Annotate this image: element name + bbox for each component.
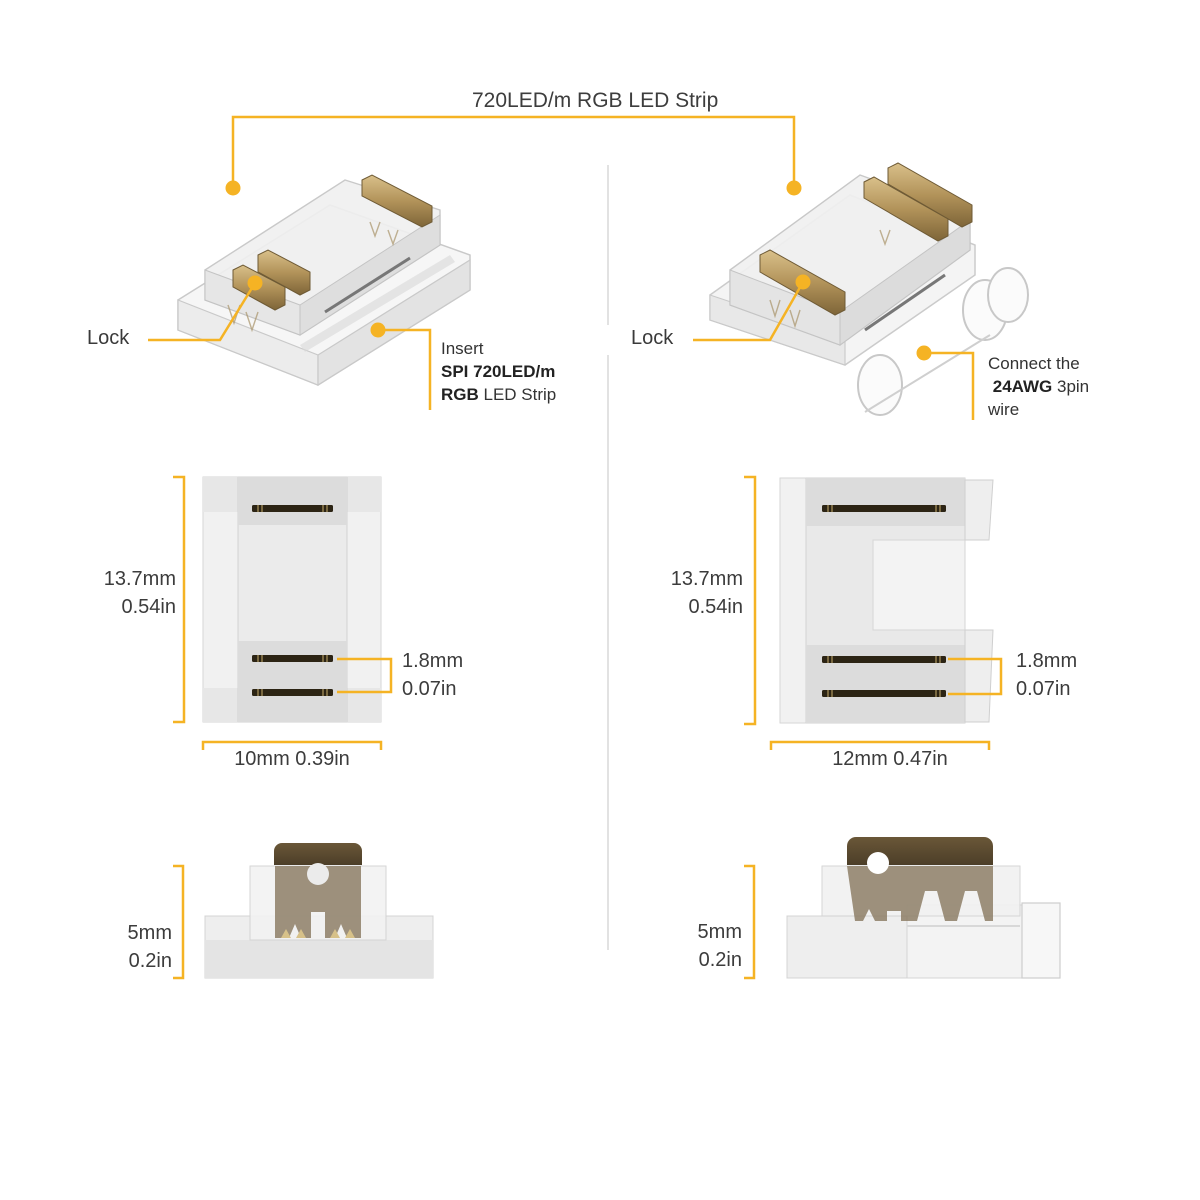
left-width-dimension: 10mm 0.39in: [234, 748, 350, 770]
left-insert-leader: [378, 328, 432, 410]
right-connect-line2-bold: 24AWG: [992, 376, 1053, 396]
bracket-dot-right: [786, 180, 802, 196]
left-pitch-mm: 1.8mm: [402, 650, 464, 672]
right-thickness-bracket: [744, 864, 756, 980]
right-pitch-dimension: 1.8mm 0.07in: [1016, 647, 1077, 703]
right-connect-line3: wire: [988, 399, 1020, 419]
right-connector-side-view: [786, 837, 1061, 979]
left-connector-side-view: [204, 843, 434, 979]
left-insert-line3-bold: RGB: [441, 384, 479, 404]
left-connector-iso: [177, 174, 471, 387]
left-lock-label: Lock: [87, 327, 130, 349]
left-insert-line3-rest: LED Strip: [478, 384, 557, 404]
left-height-dimension: 13.7mm 0.54in: [80, 565, 176, 621]
diagram-title: 720LED/m RGB LED Strip: [472, 89, 719, 112]
right-connect-line2-rest: 3pin: [1052, 376, 1090, 396]
left-height-mm: 13.7mm: [103, 568, 176, 590]
right-width-bracket: [769, 740, 991, 750]
left-thickness-mm: 5mm: [127, 922, 172, 944]
right-pitch-mm: 1.8mm: [1016, 650, 1078, 672]
right-connect-label: Connect the 24AWG 3pin wire: [988, 353, 1089, 422]
right-connector-top-view: [779, 477, 994, 724]
left-insert-line1: Insert: [441, 339, 484, 358]
left-width-bracket: [201, 740, 383, 750]
left-lock-leader: [148, 282, 257, 342]
left-pitch-bracket: [337, 657, 393, 694]
right-lock-label: Lock: [631, 327, 674, 349]
right-pitch-bracket: [948, 657, 1003, 696]
left-height-in: 0.54in: [121, 596, 177, 618]
right-height-dimension: 13.7mm 0.54in: [645, 565, 743, 621]
left-lock-dot: [247, 275, 263, 291]
right-connector-iso: [709, 162, 1029, 416]
bracket-dot-left: [225, 180, 241, 196]
left-pitch-dimension: 1.8mm 0.07in: [402, 647, 463, 703]
right-width-dimension: 12mm 0.47in: [832, 748, 948, 770]
left-thickness-in: 0.2in: [128, 950, 172, 972]
right-thickness-mm: 5mm: [697, 921, 742, 943]
right-height-in: 0.54in: [688, 596, 744, 618]
left-connector-top-view: [202, 476, 382, 723]
right-thickness-in: 0.2in: [698, 949, 742, 971]
left-insert-label: Insert SPI 720LED/m RGB LED Strip: [441, 338, 556, 407]
right-pitch-in: 0.07in: [1016, 678, 1071, 700]
left-insert-line2: SPI 720LED/m: [441, 361, 556, 381]
left-thickness-bracket: [173, 864, 185, 980]
title-bracket: [231, 115, 796, 188]
left-pitch-in: 0.07in: [402, 678, 457, 700]
right-thickness-dimension: 5mm 0.2in: [660, 918, 742, 974]
right-connect-leader: [924, 351, 975, 420]
right-connect-line1: Connect the: [988, 354, 1080, 373]
right-lock-dot: [795, 274, 811, 290]
left-height-bracket: [173, 475, 186, 724]
right-height-bracket: [744, 475, 757, 726]
right-height-mm: 13.7mm: [670, 568, 743, 590]
left-insert-dot: [370, 322, 386, 338]
left-thickness-dimension: 5mm 0.2in: [90, 919, 172, 975]
right-lock-leader: [693, 281, 805, 342]
right-connect-dot: [916, 345, 932, 361]
